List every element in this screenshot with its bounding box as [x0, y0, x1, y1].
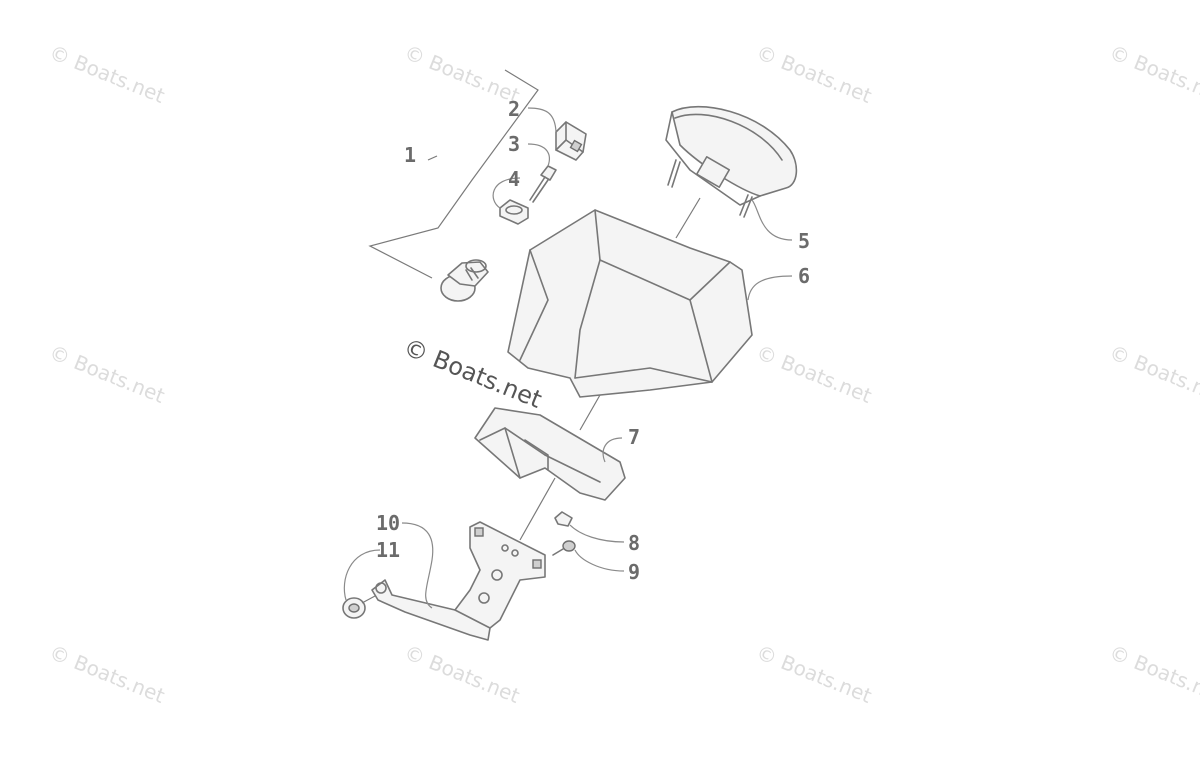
callout-8: 8 — [628, 531, 640, 555]
nut-part — [499, 199, 529, 225]
callout-7: 7 — [628, 425, 640, 449]
axis-line — [361, 595, 376, 604]
leader-7 — [602, 437, 623, 463]
leader-2 — [527, 107, 557, 133]
leader-8 — [569, 524, 625, 543]
leader-10 — [401, 522, 434, 609]
leader-5 — [751, 199, 793, 241]
leader-6 — [747, 275, 793, 301]
clip-part — [554, 511, 573, 527]
callout-10: 10 — [376, 511, 400, 535]
callout-9: 9 — [628, 560, 640, 584]
callout-11: 11 — [376, 538, 400, 562]
key-part — [529, 165, 557, 203]
leader-3 — [527, 143, 550, 167]
speedometer-part — [665, 105, 798, 218]
axis-line — [519, 477, 556, 541]
leader-11 — [343, 549, 381, 601]
bracket-tick — [427, 155, 438, 161]
callout-3: 3 — [508, 132, 520, 156]
grommet-part — [342, 597, 366, 619]
callout-1: 1 — [404, 143, 416, 167]
callout-2: 2 — [508, 97, 520, 121]
leader-9 — [574, 549, 625, 572]
switch-body-part — [440, 259, 489, 302]
callout-4: 4 — [508, 167, 520, 191]
bracket-part — [371, 521, 546, 641]
callout-5: 5 — [798, 229, 810, 253]
callout-6: 6 — [798, 264, 810, 288]
ignition-switch-part — [555, 121, 587, 161]
axis-line — [579, 394, 601, 431]
assembly-bracket — [368, 69, 539, 279]
bezel-part — [474, 407, 626, 501]
axis-line — [675, 197, 701, 239]
leader-4 — [492, 177, 521, 209]
cowl-part — [507, 209, 753, 398]
screw-part — [552, 540, 576, 556]
